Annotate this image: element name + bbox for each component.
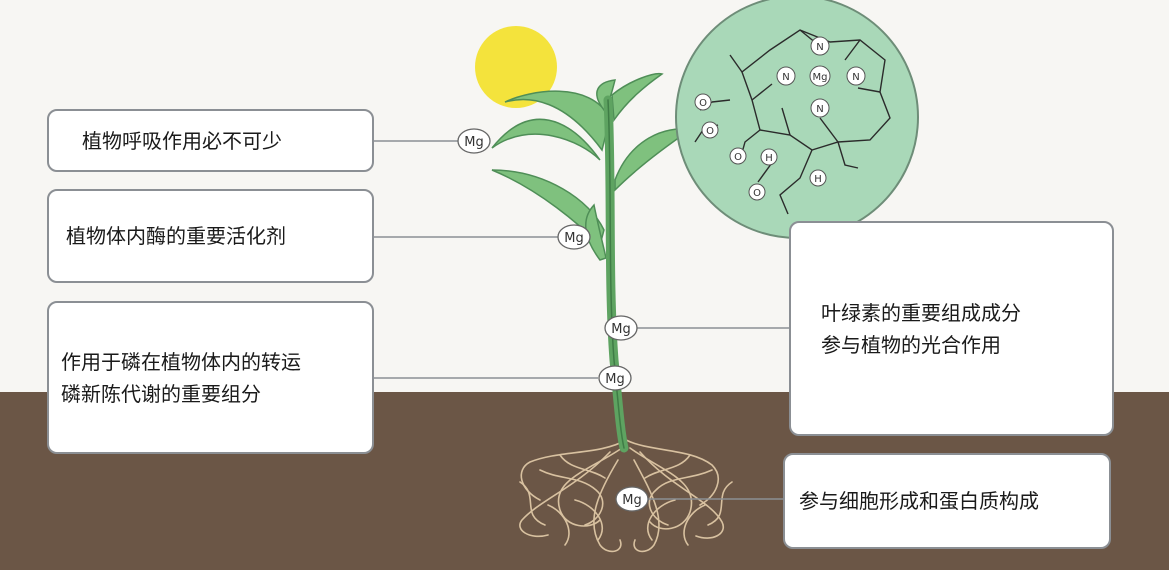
mg-marker-1: Mg xyxy=(457,128,491,154)
svg-text:Mg: Mg xyxy=(605,372,624,387)
svg-text:O: O xyxy=(734,152,742,163)
svg-text:H: H xyxy=(814,174,822,185)
svg-text:N: N xyxy=(816,104,823,115)
label-box-phosphorus-transport: 作用于磷在植物体内的转运 磷新陈代谢的重要组分 xyxy=(47,301,374,454)
magnesium-atom: Mg xyxy=(809,65,831,87)
mg-marker-3: Mg xyxy=(604,315,638,341)
svg-text:Mg: Mg xyxy=(622,493,641,508)
label-text: 参与植物的光合作用 xyxy=(821,332,1001,357)
oxygen-atom: O xyxy=(701,121,719,139)
svg-text:Mg: Mg xyxy=(464,135,483,150)
sun-icon xyxy=(475,26,557,108)
svg-text:O: O xyxy=(706,126,714,137)
svg-text:O: O xyxy=(753,188,761,199)
chlorophyll-molecule: N N Mg N N O O O xyxy=(675,0,919,239)
svg-text:Mg: Mg xyxy=(564,231,583,246)
mg-marker-2: Mg xyxy=(557,224,591,250)
nitrogen-atom: N xyxy=(810,36,830,56)
nitrogen-atom: N xyxy=(776,66,796,86)
svg-text:N: N xyxy=(852,72,859,83)
mg-marker-5: Mg xyxy=(615,486,649,512)
plant-roots xyxy=(519,439,733,553)
label-box-chlorophyll: 叶绿素的重要组成成分 参与植物的光合作用 xyxy=(789,221,1114,436)
label-text: 叶绿素的重要组成成分 xyxy=(821,300,1021,325)
label-text: 参与细胞形成和蛋白质构成 xyxy=(799,489,1039,513)
hydrogen-atom: H xyxy=(760,148,778,166)
plant-leaves xyxy=(491,72,692,261)
oxygen-atom: O xyxy=(729,147,747,165)
hydrogen-atom: H xyxy=(809,169,827,187)
svg-text:H: H xyxy=(765,153,773,164)
svg-text:O: O xyxy=(699,98,707,109)
oxygen-atom: O xyxy=(694,93,712,111)
svg-text:N: N xyxy=(816,42,823,53)
connector-lines xyxy=(374,140,789,500)
label-box-respiration: 植物呼吸作用必不可少 xyxy=(47,109,374,172)
label-text: 植物呼吸作用必不可少 xyxy=(82,128,282,153)
nitrogen-atom: N xyxy=(810,98,830,118)
svg-text:N: N xyxy=(782,72,789,83)
label-text: 作用于磷在植物体内的转运 xyxy=(61,349,301,374)
svg-text:Mg: Mg xyxy=(611,322,630,337)
label-box-cell-protein: 参与细胞形成和蛋白质构成 xyxy=(783,453,1111,549)
nitrogen-atom: N xyxy=(846,66,866,86)
label-box-enzyme-activator: 植物体内酶的重要活化剂 xyxy=(47,189,374,283)
oxygen-atom: O xyxy=(748,183,766,201)
mg-marker-4: Mg xyxy=(598,365,632,391)
label-text: 植物体内酶的重要活化剂 xyxy=(66,224,286,248)
label-text: 磷新陈代谢的重要组分 xyxy=(61,381,261,406)
svg-text:Mg: Mg xyxy=(813,72,828,83)
